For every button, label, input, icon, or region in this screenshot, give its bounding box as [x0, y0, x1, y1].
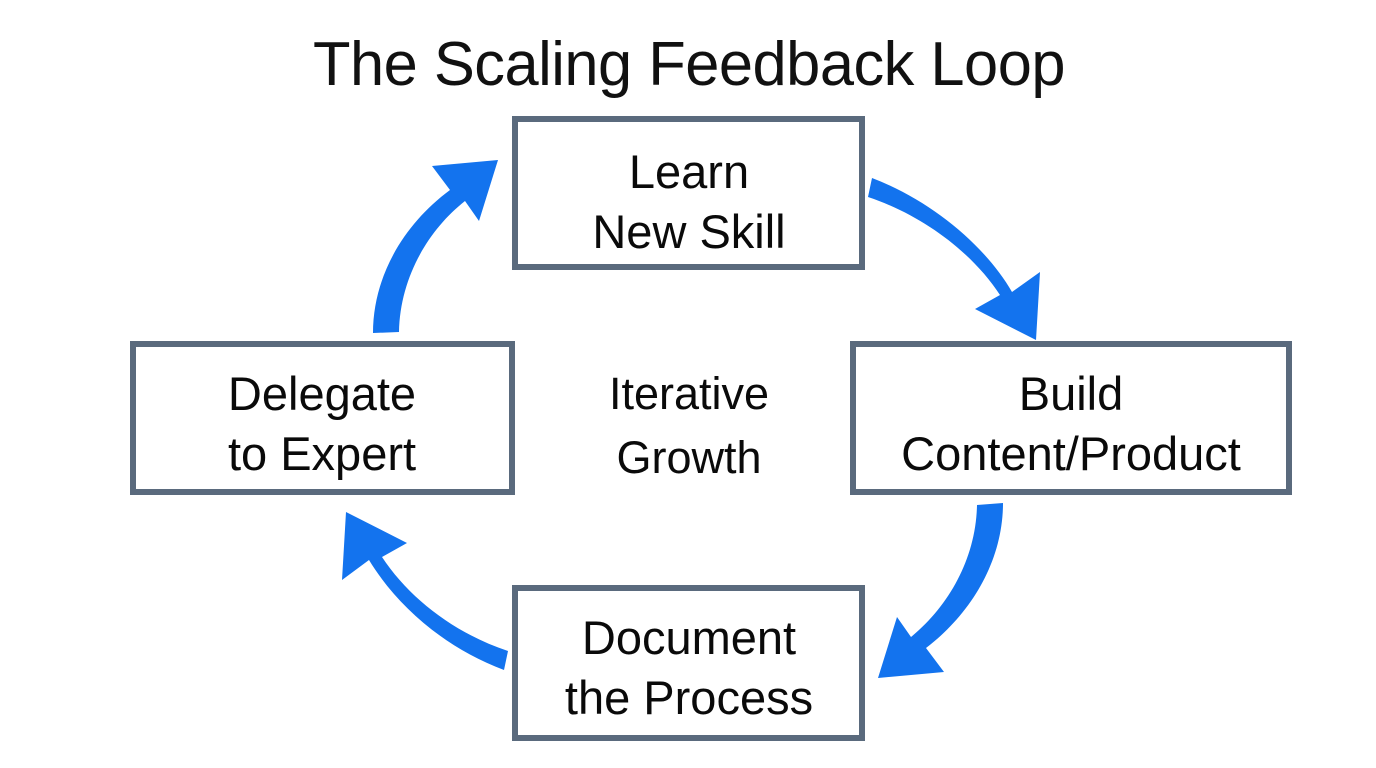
node-build-content-product[interactable]: Build Content/Product [850, 341, 1292, 495]
node-build-line1: Build [1019, 367, 1124, 420]
node-delegate-line2: to Expert [228, 427, 416, 480]
node-delegate-line1: Delegate [228, 367, 416, 420]
node-learn-line1: Learn [629, 145, 749, 198]
page-title: The Scaling Feedback Loop [313, 30, 1065, 99]
node-delegate-to-expert[interactable]: Delegate to Expert [130, 341, 515, 495]
node-document-box[interactable] [512, 585, 865, 741]
center-label-line2: Growth [616, 432, 761, 483]
arrow-document-to-delegate [342, 512, 508, 670]
node-learn-new-skill[interactable]: Learn New Skill [512, 116, 865, 270]
arrow-build-to-document [878, 503, 1003, 678]
node-build-line2: Content/Product [901, 427, 1241, 480]
node-learn-box[interactable] [512, 116, 865, 270]
node-learn-line2: New Skill [592, 205, 785, 258]
center-label-line1: Iterative [609, 368, 769, 419]
node-delegate-box[interactable] [130, 341, 515, 495]
node-build-box[interactable] [850, 341, 1292, 495]
arrow-learn-to-build [868, 178, 1040, 340]
center-label-group: Iterative Growth [609, 368, 769, 483]
arrow-delegate-to-learn [373, 160, 498, 333]
node-document-line2: the Process [565, 671, 813, 724]
node-document-the-process[interactable]: Document the Process [512, 585, 865, 741]
node-document-line1: Document [582, 611, 796, 664]
